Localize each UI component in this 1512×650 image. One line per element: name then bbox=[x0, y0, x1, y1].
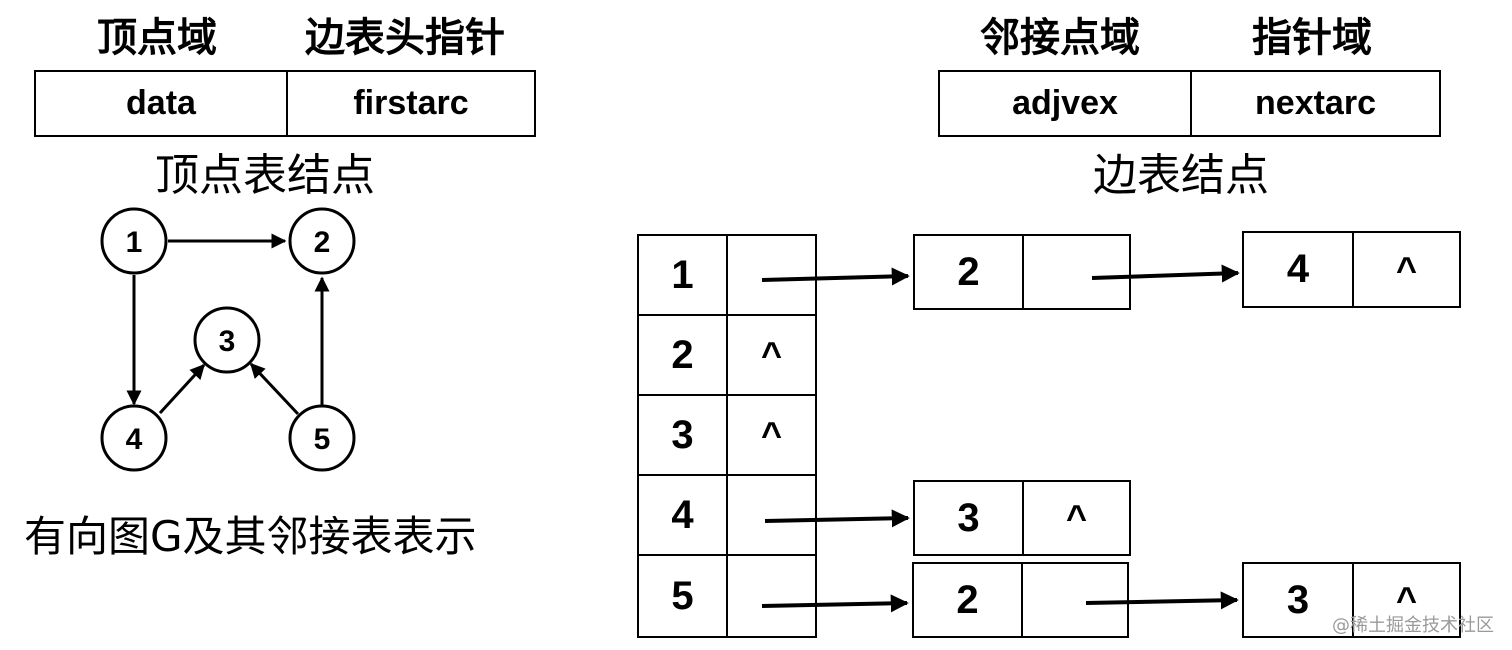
pointer-arrow-2 bbox=[1091, 264, 1240, 283]
vertex-table-row: 1 bbox=[639, 236, 815, 316]
graph-node-1: 1 bbox=[100, 207, 168, 275]
pointer-arrow-3 bbox=[764, 509, 910, 528]
edge-node-caption: 边表结点 bbox=[1093, 150, 1269, 201]
adjvex-field: adjvex bbox=[1012, 84, 1118, 122]
vertex-domain-header: 顶点域 bbox=[97, 15, 217, 61]
edge-node: 2 bbox=[913, 234, 1131, 310]
svg-text:4: 4 bbox=[126, 423, 143, 456]
nextarc-cell bbox=[1022, 236, 1129, 308]
svg-text:3: 3 bbox=[219, 325, 236, 358]
svg-text:5: 5 bbox=[314, 423, 331, 456]
vertex-cell: 5 bbox=[639, 556, 728, 636]
graph-node-4: 4 bbox=[100, 404, 168, 472]
vertex-cell: 1 bbox=[639, 236, 728, 314]
edge-node: 3 ^ bbox=[1242, 562, 1461, 638]
vertex-node-structure: data firstarc bbox=[34, 70, 536, 137]
graph-node-5: 5 bbox=[288, 404, 356, 472]
firstarc-field: firstarc bbox=[286, 72, 534, 135]
svg-text:2: 2 bbox=[314, 226, 331, 259]
watermark: @稀土掘金技术社区 bbox=[1332, 615, 1494, 636]
svg-text:1: 1 bbox=[126, 226, 143, 259]
edge-head-pointer-header: 边表头指针 bbox=[305, 15, 505, 61]
graph-caption: 有向图G及其邻接表表示 bbox=[24, 512, 477, 561]
edge-node: 3 ^ bbox=[913, 480, 1131, 556]
directed-graph: 1 2 3 4 5 bbox=[100, 207, 356, 472]
adjvex-cell: 3 bbox=[957, 495, 980, 540]
vertex-table: 1 2 ^ 3 ^ 4 5 bbox=[637, 234, 817, 638]
edge-node: 4 ^ bbox=[1242, 231, 1461, 308]
vertex-table-row: 3 ^ bbox=[639, 396, 815, 476]
adjvex-cell: 3 bbox=[1286, 577, 1310, 622]
data-field: data bbox=[126, 84, 196, 122]
adjvex-cell: 2 bbox=[957, 249, 980, 294]
pointer-arrow-5 bbox=[1085, 591, 1239, 610]
pointer-arrow-1 bbox=[761, 267, 910, 286]
vertex-table-row: 5 bbox=[639, 556, 815, 636]
vertex-node-caption: 顶点表结点 bbox=[155, 150, 375, 201]
vertex-cell: 2 bbox=[639, 316, 728, 394]
edge-node: 2 bbox=[912, 562, 1129, 638]
nextarc-cell: ^ bbox=[1352, 233, 1459, 306]
vertex-cell: 3 bbox=[639, 396, 728, 474]
vertex-table-row: 4 bbox=[639, 476, 815, 556]
graph-edge-4-3 bbox=[158, 363, 206, 415]
graph-node-2: 2 bbox=[288, 207, 356, 275]
graph-edge-5-3 bbox=[249, 362, 300, 416]
nextarc-cell: ^ bbox=[1352, 564, 1459, 636]
adjvex-cell: 4 bbox=[1286, 247, 1310, 291]
firstarc-pointer-cell: ^ bbox=[760, 334, 783, 375]
adjacent-vertex-domain-header: 邻接点域 bbox=[980, 15, 1140, 61]
nextarc-cell: ^ bbox=[1022, 482, 1129, 554]
graph-node-3: 3 bbox=[193, 306, 261, 374]
adjvex-cell: 2 bbox=[956, 577, 979, 622]
nextarc-cell bbox=[1021, 564, 1127, 636]
vertex-table-row: 2 ^ bbox=[639, 316, 815, 396]
firstarc-pointer-cell: ^ bbox=[760, 414, 783, 455]
pointer-domain-header: 指针域 bbox=[1252, 15, 1372, 61]
nextarc-field: nextarc bbox=[1190, 72, 1439, 135]
edge-node-structure: adjvex nextarc bbox=[938, 70, 1441, 137]
pointer-arrow-4 bbox=[761, 594, 909, 613]
vertex-cell: 4 bbox=[639, 476, 728, 554]
